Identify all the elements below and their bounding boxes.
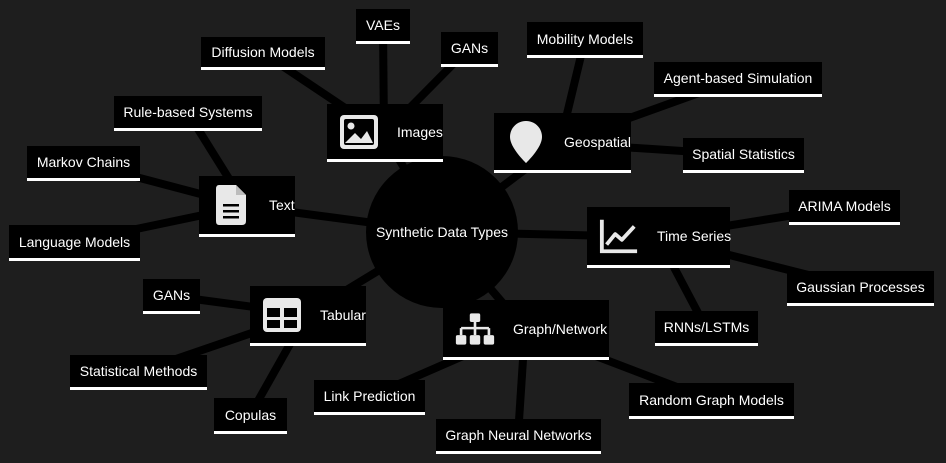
leaf-label: VAEs	[366, 17, 400, 33]
document-icon	[211, 185, 251, 225]
leaf-label: Link Prediction	[323, 388, 416, 404]
leaf-node[interactable]: Diffusion Models	[201, 37, 325, 70]
leaf-node[interactable]: VAEs	[356, 9, 410, 44]
image-icon	[339, 112, 379, 152]
category-time-series[interactable]: Time Series	[587, 207, 732, 268]
map-pin-icon	[506, 120, 546, 163]
leaf-node[interactable]: Graph Neural Networks	[436, 419, 601, 454]
leaf-label: ARIMA Models	[798, 198, 891, 214]
leaf-node[interactable]: RNNs/LSTMs	[655, 311, 758, 346]
leaf-node[interactable]: Statistical Methods	[70, 355, 207, 390]
network-icon	[455, 309, 495, 349]
leaf-label: Statistical Methods	[79, 363, 198, 379]
table-icon	[262, 295, 302, 335]
leaf-node[interactable]: Markov Chains	[27, 146, 140, 181]
leaf-node[interactable]: Agent-based Simulation	[654, 62, 822, 97]
category-label: Images	[397, 123, 443, 140]
leaf-node[interactable]: Gaussian Processes	[787, 271, 934, 306]
leaf-label: Copulas	[224, 406, 277, 423]
category-images[interactable]: Images	[327, 104, 443, 162]
category-tabular[interactable]: Tabular	[250, 286, 366, 346]
leaf-node[interactable]: Link Prediction	[314, 380, 425, 415]
center-label: Synthetic Data Types	[375, 224, 509, 240]
category-graph-network[interactable]: Graph/Network	[443, 300, 609, 360]
leaf-node[interactable]: GANs	[441, 32, 498, 67]
category-label: Tabular	[320, 306, 366, 323]
line-chart-icon	[599, 216, 639, 256]
category-label: Graph/Network	[513, 320, 608, 337]
category-label: Geospatial	[564, 133, 631, 150]
leaf-label: Rule-based Systems	[123, 104, 253, 120]
leaf-node[interactable]: Copulas	[214, 398, 287, 434]
leaf-label: GANs	[450, 40, 489, 56]
leaf-label: Agent-based Simulation	[663, 70, 813, 86]
leaf-label: Language Models	[18, 233, 131, 250]
center-node: Synthetic Data Types	[366, 156, 518, 308]
leaf-node[interactable]: Language Models	[9, 225, 140, 261]
leaf-label: Graph Neural Networks	[445, 427, 592, 443]
leaf-label: GANs	[152, 287, 191, 303]
leaf-node[interactable]: Spatial Statistics	[683, 138, 804, 173]
category-text[interactable]: Text	[199, 176, 295, 237]
category-label: Text	[269, 197, 295, 213]
leaf-label: Markov Chains	[36, 154, 131, 170]
leaf-node[interactable]: ARIMA Models	[789, 190, 900, 225]
category-geospatial[interactable]: Geospatial	[494, 113, 631, 173]
leaf-node[interactable]: Random Graph Models	[629, 383, 794, 419]
leaf-node[interactable]: Rule-based Systems	[114, 96, 262, 131]
leaf-label: Diffusion Models	[211, 44, 315, 60]
leaf-node[interactable]: GANs	[143, 279, 200, 314]
leaf-node[interactable]: Mobility Models	[527, 22, 643, 58]
leaf-label: Random Graph Models	[639, 391, 784, 408]
category-label: Time Series	[657, 228, 732, 244]
leaf-label: Gaussian Processes	[796, 279, 925, 295]
leaf-label: RNNs/LSTMs	[663, 319, 750, 335]
leaf-label: Mobility Models	[536, 30, 634, 47]
leaf-label: Spatial Statistics	[692, 146, 795, 162]
